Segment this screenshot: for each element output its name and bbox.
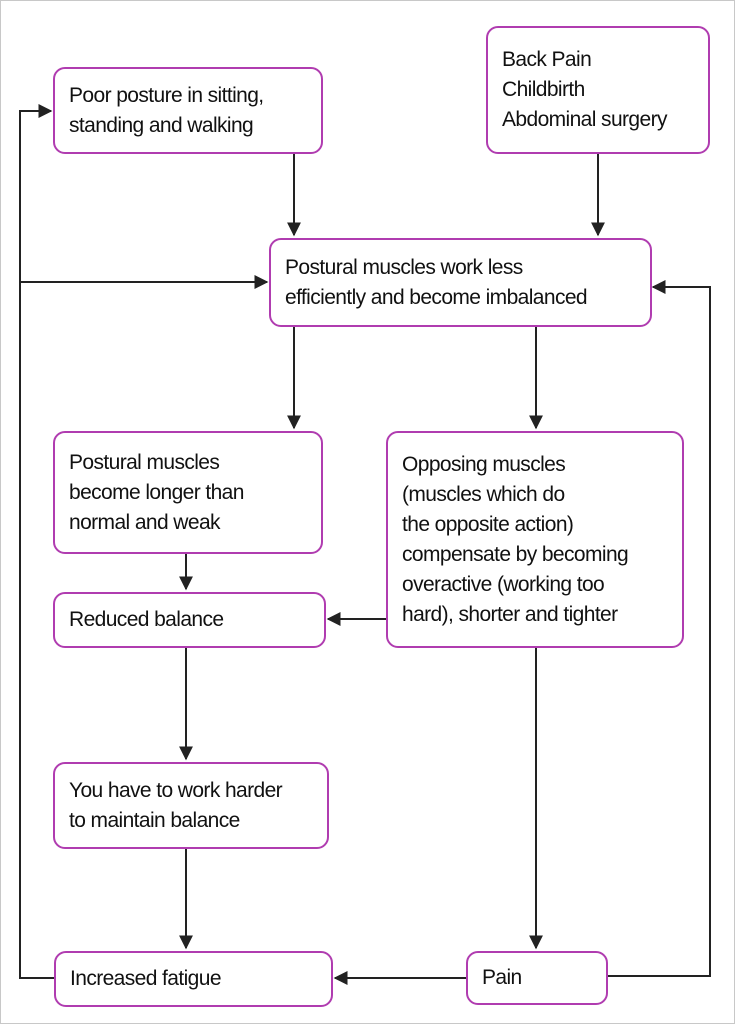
loop-pain-to-postural	[608, 280, 711, 977]
node-work-harder: You have to work harder to maintain bala…	[53, 762, 329, 849]
node-text: Childbirth	[502, 78, 585, 101]
node-reduced-balance: Reduced balance	[53, 592, 326, 648]
node-text: overactive (working too	[402, 572, 605, 596]
node-text: Back Pain	[502, 48, 592, 71]
node-text: normal and weak	[69, 510, 221, 534]
node-text: Opposing muscles	[402, 452, 566, 476]
node-text: Increased fatigue	[70, 967, 222, 990]
node-text: Postural muscles	[69, 450, 220, 474]
node-poor-posture: Poor posture in sitting, standing and wa…	[53, 67, 323, 154]
node-opposing-muscles: Opposing muscles (muscles which do the o…	[386, 431, 684, 648]
node-text: You have to work harder	[69, 778, 283, 802]
node-text: Postural muscles work less	[285, 255, 523, 279]
node-text: the opposite action)	[402, 512, 574, 536]
node-text: Abdominal surgery	[502, 108, 667, 131]
node-text: become longer than	[69, 480, 244, 504]
loop-fatigue-to-posture	[19, 104, 54, 979]
node-causes: Back Pain Childbirth Abdominal surgery	[486, 26, 710, 154]
node-postural-longer: Postural muscles become longer than norm…	[53, 431, 323, 554]
node-text: hard), shorter and tighter	[402, 602, 618, 626]
node-text: efficiently and become imbalanced	[285, 285, 588, 309]
node-pain: Pain	[466, 951, 608, 1005]
node-text: standing and walking	[69, 113, 254, 137]
node-text: to maintain balance	[69, 808, 240, 832]
node-increased-fatigue: Increased fatigue	[54, 951, 333, 1007]
node-text: Reduced balance	[69, 608, 224, 631]
node-postural-less-efficient: Postural muscles work less efficiently a…	[269, 238, 652, 327]
node-text: (muscles which do	[402, 482, 565, 506]
node-text: Pain	[482, 966, 522, 989]
node-text: Poor posture in sitting,	[69, 83, 264, 107]
node-text: compensate by becoming	[402, 542, 629, 566]
